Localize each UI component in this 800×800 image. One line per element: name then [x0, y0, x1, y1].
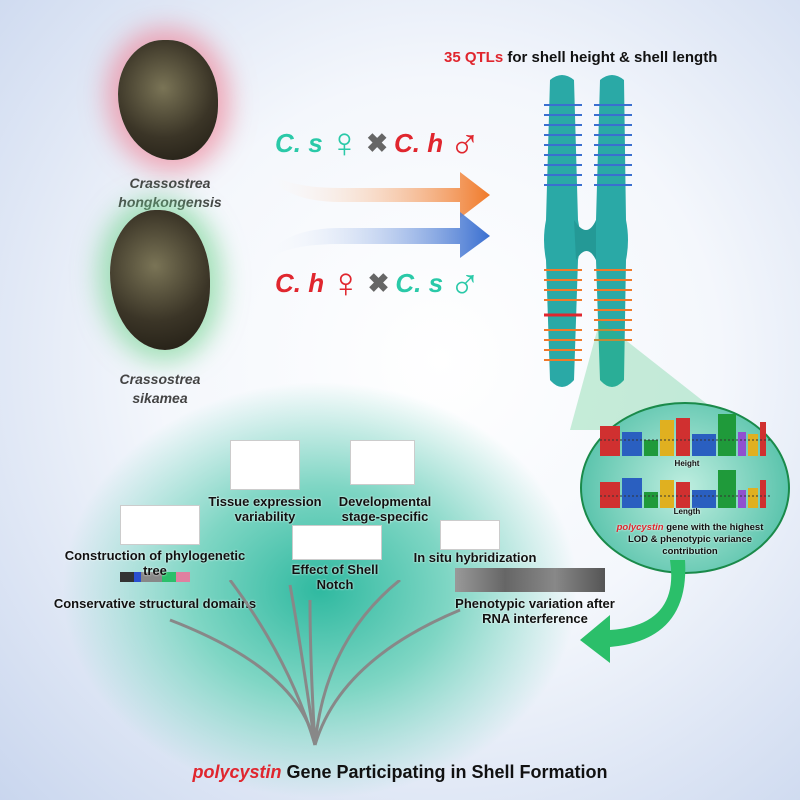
chromosome — [544, 75, 632, 387]
species-epithet: sikamea — [132, 390, 188, 406]
blue-arrow — [260, 212, 490, 265]
label-tissue-expression: Tissue expression variability — [208, 494, 322, 524]
qtl-title: 35 QTLs for shell height & shell length — [444, 49, 717, 66]
label-shell-notch: Effect of Shell Notch — [291, 562, 379, 592]
species-label-sikamea: Crassostrea sikamea — [90, 370, 230, 408]
label-structural-domains: Conservative structural domains — [53, 596, 257, 611]
footer-title: polycystin Gene Participating in Shell F… — [0, 762, 800, 783]
male-icon: ♂ — [449, 119, 481, 166]
orange-arrow — [260, 165, 490, 218]
label-insitu: In situ hybridization — [413, 550, 537, 565]
footer-text: Gene Participating in Shell Formation — [286, 762, 608, 782]
rnai-sem-thumbnail — [455, 568, 605, 592]
label-developmental: Developmental stage-specific — [338, 494, 432, 524]
female-icon: ♀ — [330, 259, 362, 306]
insitu-thumbnail — [440, 520, 500, 550]
cross-female: C. h — [275, 267, 325, 298]
female-icon: ♀ — [328, 119, 361, 166]
lod-panel: Height Length polycystin gene with the h… — [580, 402, 790, 574]
height-lod-plot — [600, 414, 772, 456]
phylo-tree-thumbnail — [120, 505, 200, 545]
times-icon: ✖ — [366, 127, 388, 158]
lod-plots — [600, 414, 772, 508]
footer-gene: polycystin — [192, 762, 282, 782]
species-epithet: hongkongensis — [118, 194, 222, 210]
oyster-hongkongensis-image — [118, 40, 218, 160]
dev-chart-thumbnail — [350, 440, 415, 485]
notch-chart-thumbnail — [292, 525, 382, 560]
times-icon: ✖ — [367, 267, 390, 298]
species-genus: Crassostrea — [129, 175, 211, 191]
species-label-hongkongensis: Crassostrea hongkongensis — [100, 174, 240, 212]
cross-arrows — [260, 165, 490, 265]
green-curved-arrow — [580, 560, 686, 663]
qtl-count: 35 QTLs — [444, 49, 504, 66]
length-label: Length — [673, 507, 701, 516]
tissue-chart-thumbnail — [230, 440, 300, 490]
species-genus: Crassostrea — [119, 371, 201, 387]
lod-caption: polycystin gene with the highest LOD & p… — [610, 522, 770, 558]
label-rnai: Phenotypic variation after RNA interfere… — [455, 596, 615, 626]
cross-1: C. s ♀ ✖ C. h ♂ — [275, 122, 481, 164]
male-icon: ♂ — [449, 259, 481, 306]
lod-caption-text: gene with the highest LOD & phenotypic v… — [627, 522, 764, 557]
cross-male: C. h — [393, 127, 444, 158]
gene-name: polycystin — [616, 522, 664, 533]
branching-roots — [169, 580, 461, 746]
length-lod-plot — [600, 470, 772, 508]
label-phylogenetic-tree: Construction of phylogenetic tree — [64, 548, 246, 578]
cross-2: C. h ♀ ✖ C. s ♂ — [275, 262, 481, 304]
qtl-title-text: for shell height & shell length — [507, 49, 718, 66]
cross-male: C. s — [395, 267, 444, 298]
height-label: Height — [674, 459, 700, 468]
domains-thumbnail — [120, 572, 190, 582]
oyster-sikamea-image — [110, 210, 210, 350]
cross-female: C. s — [275, 127, 323, 158]
